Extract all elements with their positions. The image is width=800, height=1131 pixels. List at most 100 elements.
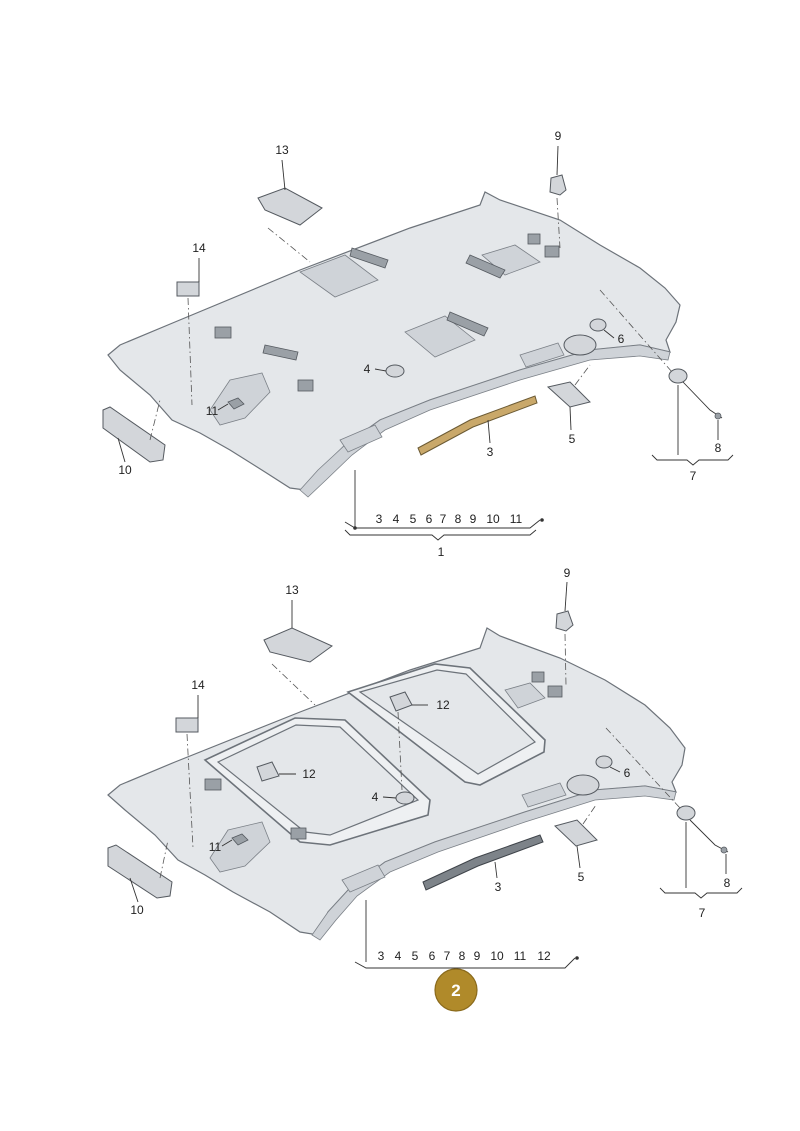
bottom-cutout-handle (209, 821, 271, 873)
top-group-numbers: 3 4 5 6 7 8 9 10 11 (376, 512, 523, 526)
top-panel-shade (299, 344, 671, 498)
bottom-part-10-grab-handle (107, 844, 173, 899)
top-callout-8: 8 (715, 441, 722, 455)
bottom-dash-14 (186, 733, 194, 849)
top-visor-recess-right (519, 342, 565, 368)
top-part-9-hook (549, 174, 567, 196)
bottom-group-number: 6 (429, 949, 436, 963)
top-part-10-grab-handle (102, 406, 166, 463)
bottom-part-4-grommet (395, 791, 415, 805)
top-group-number: 11 (510, 512, 523, 526)
top-leader-9 (556, 145, 559, 176)
top-group-bracket-7 (651, 454, 734, 466)
bottom-group-dot-right (575, 956, 579, 960)
top-callout-10: 10 (118, 463, 132, 477)
bottom-callout-4: 4 (372, 790, 379, 804)
top-part-14-clip (176, 281, 200, 297)
bottom-leader-3 (494, 861, 498, 879)
bottom-leader-11 (221, 839, 233, 847)
bottom-dash-5 (582, 804, 597, 825)
bottom-detail-pad-1 (204, 778, 222, 791)
bottom-rear-vent-recess (504, 682, 546, 709)
bottom-leader-5 (576, 845, 581, 869)
top-part-5-cover (546, 381, 591, 408)
bottom-part-9-hook (555, 610, 574, 632)
top-leader-13 (281, 159, 286, 191)
top-dash-5 (574, 364, 591, 386)
top-group-number: 3 (376, 512, 383, 526)
top-callout-1: 1 (438, 545, 445, 559)
top-group-number: 6 (426, 512, 433, 526)
top-sunroof-recess-rear (299, 254, 379, 298)
top-leader-6 (603, 329, 615, 339)
bottom-leader-10 (129, 877, 139, 903)
bottom-group-number: 9 (474, 949, 481, 963)
top-detail-pad-1 (214, 326, 232, 339)
top-callout-13: 13 (275, 143, 289, 157)
bottom-visor-recess-left (341, 864, 386, 893)
bottom-group-numbers: 3 4 5 6 7 8 9 10 11 12 (378, 949, 551, 963)
bottom-part-11-connector (231, 833, 249, 846)
bottom-callout-8: 8 (724, 876, 731, 890)
top-visor-recess-left (339, 424, 383, 453)
top-detail-bar-1 (262, 344, 299, 361)
top-part-8-plug (714, 412, 722, 420)
bottom-part-8-plug (720, 846, 728, 854)
bottom-group-number: 12 (537, 949, 551, 963)
bottom-dash-7 (605, 727, 681, 809)
top-part-13-light-module (257, 187, 323, 226)
bottom-callout-12-rear: 12 (302, 767, 316, 781)
top-leader-5 (569, 406, 572, 431)
bottom-part-13-light-module (263, 627, 333, 663)
top-part-8-cable (682, 381, 723, 419)
top-group-number: 8 (455, 512, 462, 526)
top-part-8-sensor (668, 368, 688, 384)
top-sunroof-recess-mid (404, 315, 476, 358)
top-leader-11 (217, 403, 229, 411)
variant-badge: 2 (434, 968, 478, 1012)
top-dash-9 (556, 197, 561, 249)
top-dash-10 (149, 399, 161, 441)
bottom-leader-4 (382, 796, 397, 799)
bottom-part-12-clip-rear (256, 761, 280, 782)
bottom-panel-shade (311, 785, 677, 941)
top-dash-14 (187, 297, 193, 406)
top-group-dot-right (540, 518, 544, 522)
bottom-callout-11: 11 (209, 840, 222, 854)
bottom-group-number: 8 (459, 949, 466, 963)
bottom-detail-pad-2 (290, 827, 307, 840)
top-part-6-grommet (589, 318, 607, 332)
top-detail-bar-4 (465, 254, 506, 279)
bottom-callout-14: 14 (191, 678, 205, 692)
top-leader-4 (374, 368, 387, 372)
top-dash-7 (599, 289, 673, 373)
bottom-callout-10: 10 (130, 903, 144, 917)
top-callout-7: 7 (690, 469, 697, 483)
bottom-group-number: 3 (378, 949, 385, 963)
top-leader-10 (117, 437, 126, 463)
top-callout-11: 11 (206, 404, 219, 418)
top-detail-bar-2 (349, 247, 389, 269)
top-dash-13 (267, 227, 311, 263)
top-part-4-grommet (385, 364, 405, 378)
bottom-part-5-cover (554, 819, 598, 847)
bottom-part-6-grommet (595, 755, 613, 769)
top-group-number: 10 (486, 512, 500, 526)
bottom-group-number: 11 (514, 949, 527, 963)
bottom-group-bracket (354, 957, 576, 969)
top-detail-pad-2 (297, 379, 314, 392)
bottom-leader-6 (609, 766, 621, 773)
bottom-callout-9: 9 (564, 566, 571, 580)
variant-badge-circle (434, 968, 478, 1012)
bottom-leader-9 (564, 581, 568, 612)
top-group-number: 7 (440, 512, 447, 526)
top-callout-14: 14 (192, 241, 206, 255)
bottom-dash-12 (397, 711, 403, 791)
top-callout-4: 4 (364, 362, 371, 376)
bottom-group-number: 5 (412, 949, 419, 963)
bottom-group-bracket-7 (659, 887, 743, 899)
bottom-group-number: 7 (444, 949, 451, 963)
bottom-detail-pad-3 (547, 685, 563, 698)
bottom-group-number: 4 (395, 949, 402, 963)
